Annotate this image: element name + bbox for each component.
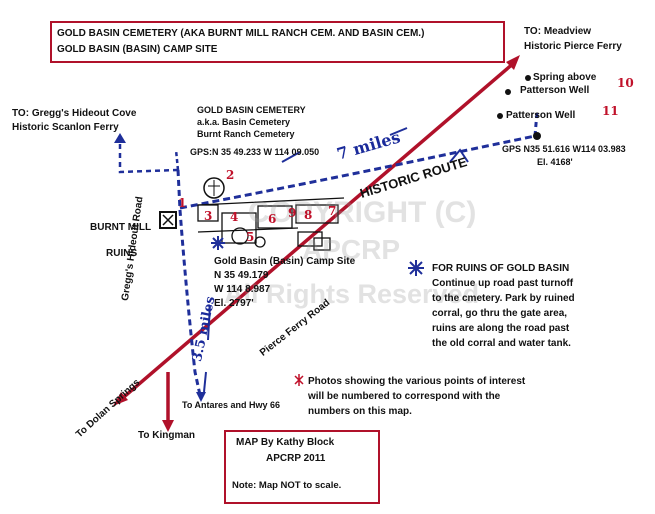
ruins-asterisk-map <box>211 236 225 250</box>
kingman-road-arrow <box>162 420 174 432</box>
photos-note-line-1: Photos showing the various points of int… <box>308 376 526 387</box>
title-line-2: GOLD BASIN (BASIN) CAMP SITE <box>57 44 218 55</box>
watermark-copyright: COPYRIGHT (C) <box>248 196 477 229</box>
ruins-note-line-3: corral, go thru the gate area, <box>432 308 568 319</box>
cemetery-symbol <box>203 177 225 199</box>
seven-miles-marker <box>281 127 408 163</box>
number-8: 8 <box>304 208 313 222</box>
camp-site-elev: El. 2797' <box>214 298 254 309</box>
credit-box: MAP By Kathy Block APCRP 2011 Note: Map … <box>224 430 380 504</box>
number-7: 7 <box>328 204 337 218</box>
camp-site-lon: W 114 8.987 <box>214 284 271 295</box>
watermark-rights: All Rights Reserved <box>224 279 480 309</box>
dest-greggs-2: Historic Scanlon Ferry <box>12 122 119 133</box>
camp-site-name: Gold Basin (Basin) Camp Site <box>214 256 356 267</box>
cemetery-name: GOLD BASIN CEMETERY <box>197 105 306 115</box>
cemetery-spur <box>174 149 180 171</box>
title-line-1: GOLD BASIN CEMETERY (AKA BURNT MILL RANC… <box>57 28 425 39</box>
springs-elev: El. 4168' <box>537 157 573 167</box>
ruins-note-line-2: to the cmetery. Park by ruined <box>432 293 575 304</box>
gps-well-marker <box>533 132 541 140</box>
number-9: 9 <box>288 206 297 220</box>
greggs-hideout-road <box>176 169 202 396</box>
antares-arrow <box>196 392 206 402</box>
number-5: 5 <box>246 230 255 244</box>
patterson-well-label-1: Patterson Well <box>520 85 590 96</box>
dest-antares: To Antares and Hwy 66 <box>182 400 281 410</box>
number-3: 3 <box>204 209 213 223</box>
number-11: 11 <box>602 104 619 118</box>
burnt-mill-ruins-label: RUINS <box>106 248 138 259</box>
ruins-asterisk-legend <box>408 260 424 276</box>
patterson-well-label-2: Patterson Well <box>506 110 576 121</box>
credit-line-2: APCRP 2011 <box>266 453 326 464</box>
historic-route-arrow <box>449 148 469 163</box>
pierce-ferry-road-arrow-sw <box>113 392 128 406</box>
historic-route <box>179 134 536 210</box>
number-6: 6 <box>268 212 277 226</box>
dest-greggs-1: TO: Gregg's Hideout Cove <box>12 108 137 119</box>
photos-asterisk-legend <box>294 374 304 386</box>
cemetery-aka: a.k.a. Basin Cemetery <box>197 117 291 127</box>
cemetery-gps: GPS:N 35 49.233 W 114 09.050 <box>190 147 320 157</box>
dest-kingman: To Kingman <box>138 430 196 441</box>
burnt-mill-symbol <box>159 211 177 229</box>
burnt-mill-label: BURNT MILL <box>90 222 152 233</box>
ruins-note-heading: FOR RUINS OF GOLD BASIN <box>432 263 570 274</box>
greggs-cove-arrow <box>114 133 126 143</box>
springs-gps: GPS N35 51.616 W114 03.983 <box>502 144 626 154</box>
photos-note-line-2: will be numbered to correspond with the <box>308 391 501 402</box>
ruins-note-line-5: the old corral and water tank. <box>432 338 571 349</box>
number-1: 1 <box>178 196 187 210</box>
number-4: 4 <box>230 210 239 224</box>
patterson-well-1-marker <box>505 89 511 95</box>
dest-meadview-2: Historic Pierce Ferry <box>524 41 622 52</box>
credit-note: Note: Map NOT to scale. <box>232 480 342 491</box>
patterson-well-2-marker <box>497 113 503 119</box>
pierce-ferry-road-arrow-ne <box>506 55 520 70</box>
spring-marker <box>525 75 531 81</box>
greggs-cove-trail <box>118 142 179 174</box>
ruins-note-line-1: Continue up road past turnoff <box>432 278 574 289</box>
patterson-branch <box>533 111 539 137</box>
camp-site-sketch <box>197 197 345 251</box>
photos-note-line-3: numbers on this map. <box>308 406 412 417</box>
dest-meadview-1: TO: Meadview <box>524 26 592 37</box>
title-box: GOLD BASIN CEMETERY (AKA BURNT MILL RANC… <box>50 21 505 63</box>
watermark-org: APCRP <box>302 234 401 265</box>
ruins-note-line-4: ruins are along the road past <box>432 323 570 334</box>
cemetery-aka-2: Burnt Ranch Cemetery <box>197 129 295 139</box>
spring-label: Spring above <box>533 72 597 83</box>
three-five-bracket <box>203 304 211 393</box>
credit-line-1: MAP By Kathy Block <box>236 437 335 448</box>
camp-site-lat: N 35 49.179 <box>214 270 269 281</box>
number-2: 2 <box>226 168 235 182</box>
number-10: 10 <box>617 76 634 90</box>
